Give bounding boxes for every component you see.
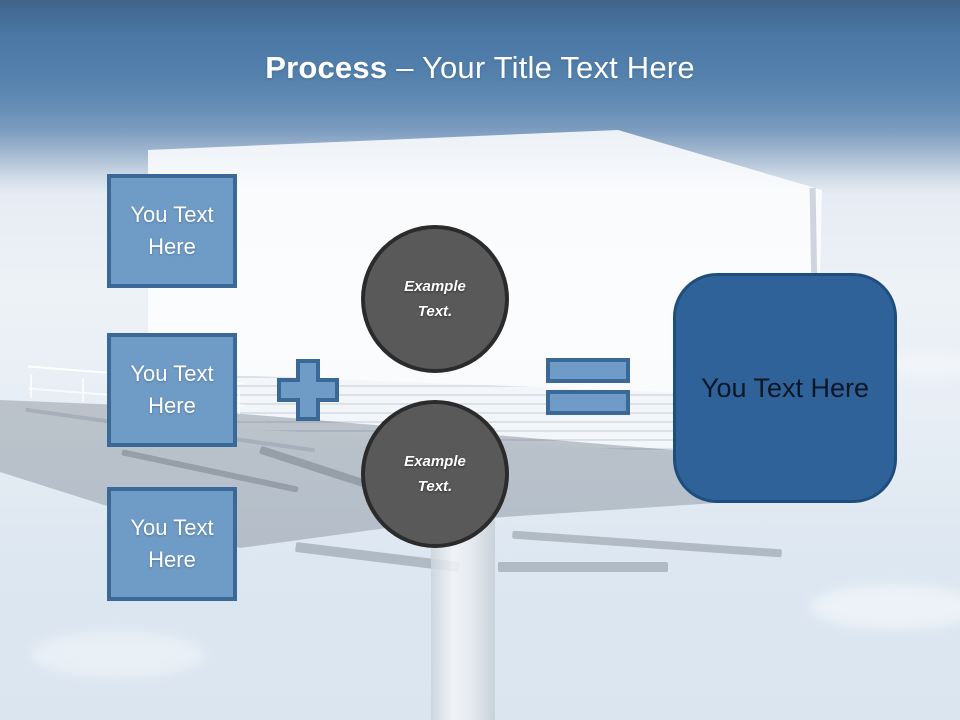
truss-strut <box>512 530 782 558</box>
example-circle-1-label: Example Text. <box>404 277 466 321</box>
example-circle-2: Example Text. <box>361 400 509 548</box>
slide-title: Process– Your Title Text Here <box>0 50 960 86</box>
input-box-2-label: You Text Here <box>130 361 214 418</box>
example-circle-2-label: Example Text. <box>404 452 466 496</box>
slide-title-emphasis: Process <box>265 50 388 85</box>
truss-strut <box>498 562 668 572</box>
railing-post <box>238 390 240 414</box>
input-box-3-label: You Text Here <box>130 515 214 572</box>
cloud <box>810 585 960 629</box>
result-box-label: You Text Here <box>700 372 870 403</box>
result-box: You Text Here <box>673 273 897 503</box>
plus-icon <box>277 359 339 421</box>
railing-post <box>30 374 32 398</box>
slide-title-rest: – Your Title Text Here <box>396 50 695 85</box>
input-box-2: You Text Here <box>107 333 237 447</box>
input-box-1-label: You Text Here <box>130 202 214 259</box>
input-box-3: You Text Here <box>107 487 237 601</box>
railing-post <box>82 378 84 402</box>
cloud <box>30 632 205 678</box>
input-box-1: You Text Here <box>107 174 237 288</box>
equals-icon <box>546 358 630 417</box>
example-circle-1: Example Text. <box>361 225 509 373</box>
